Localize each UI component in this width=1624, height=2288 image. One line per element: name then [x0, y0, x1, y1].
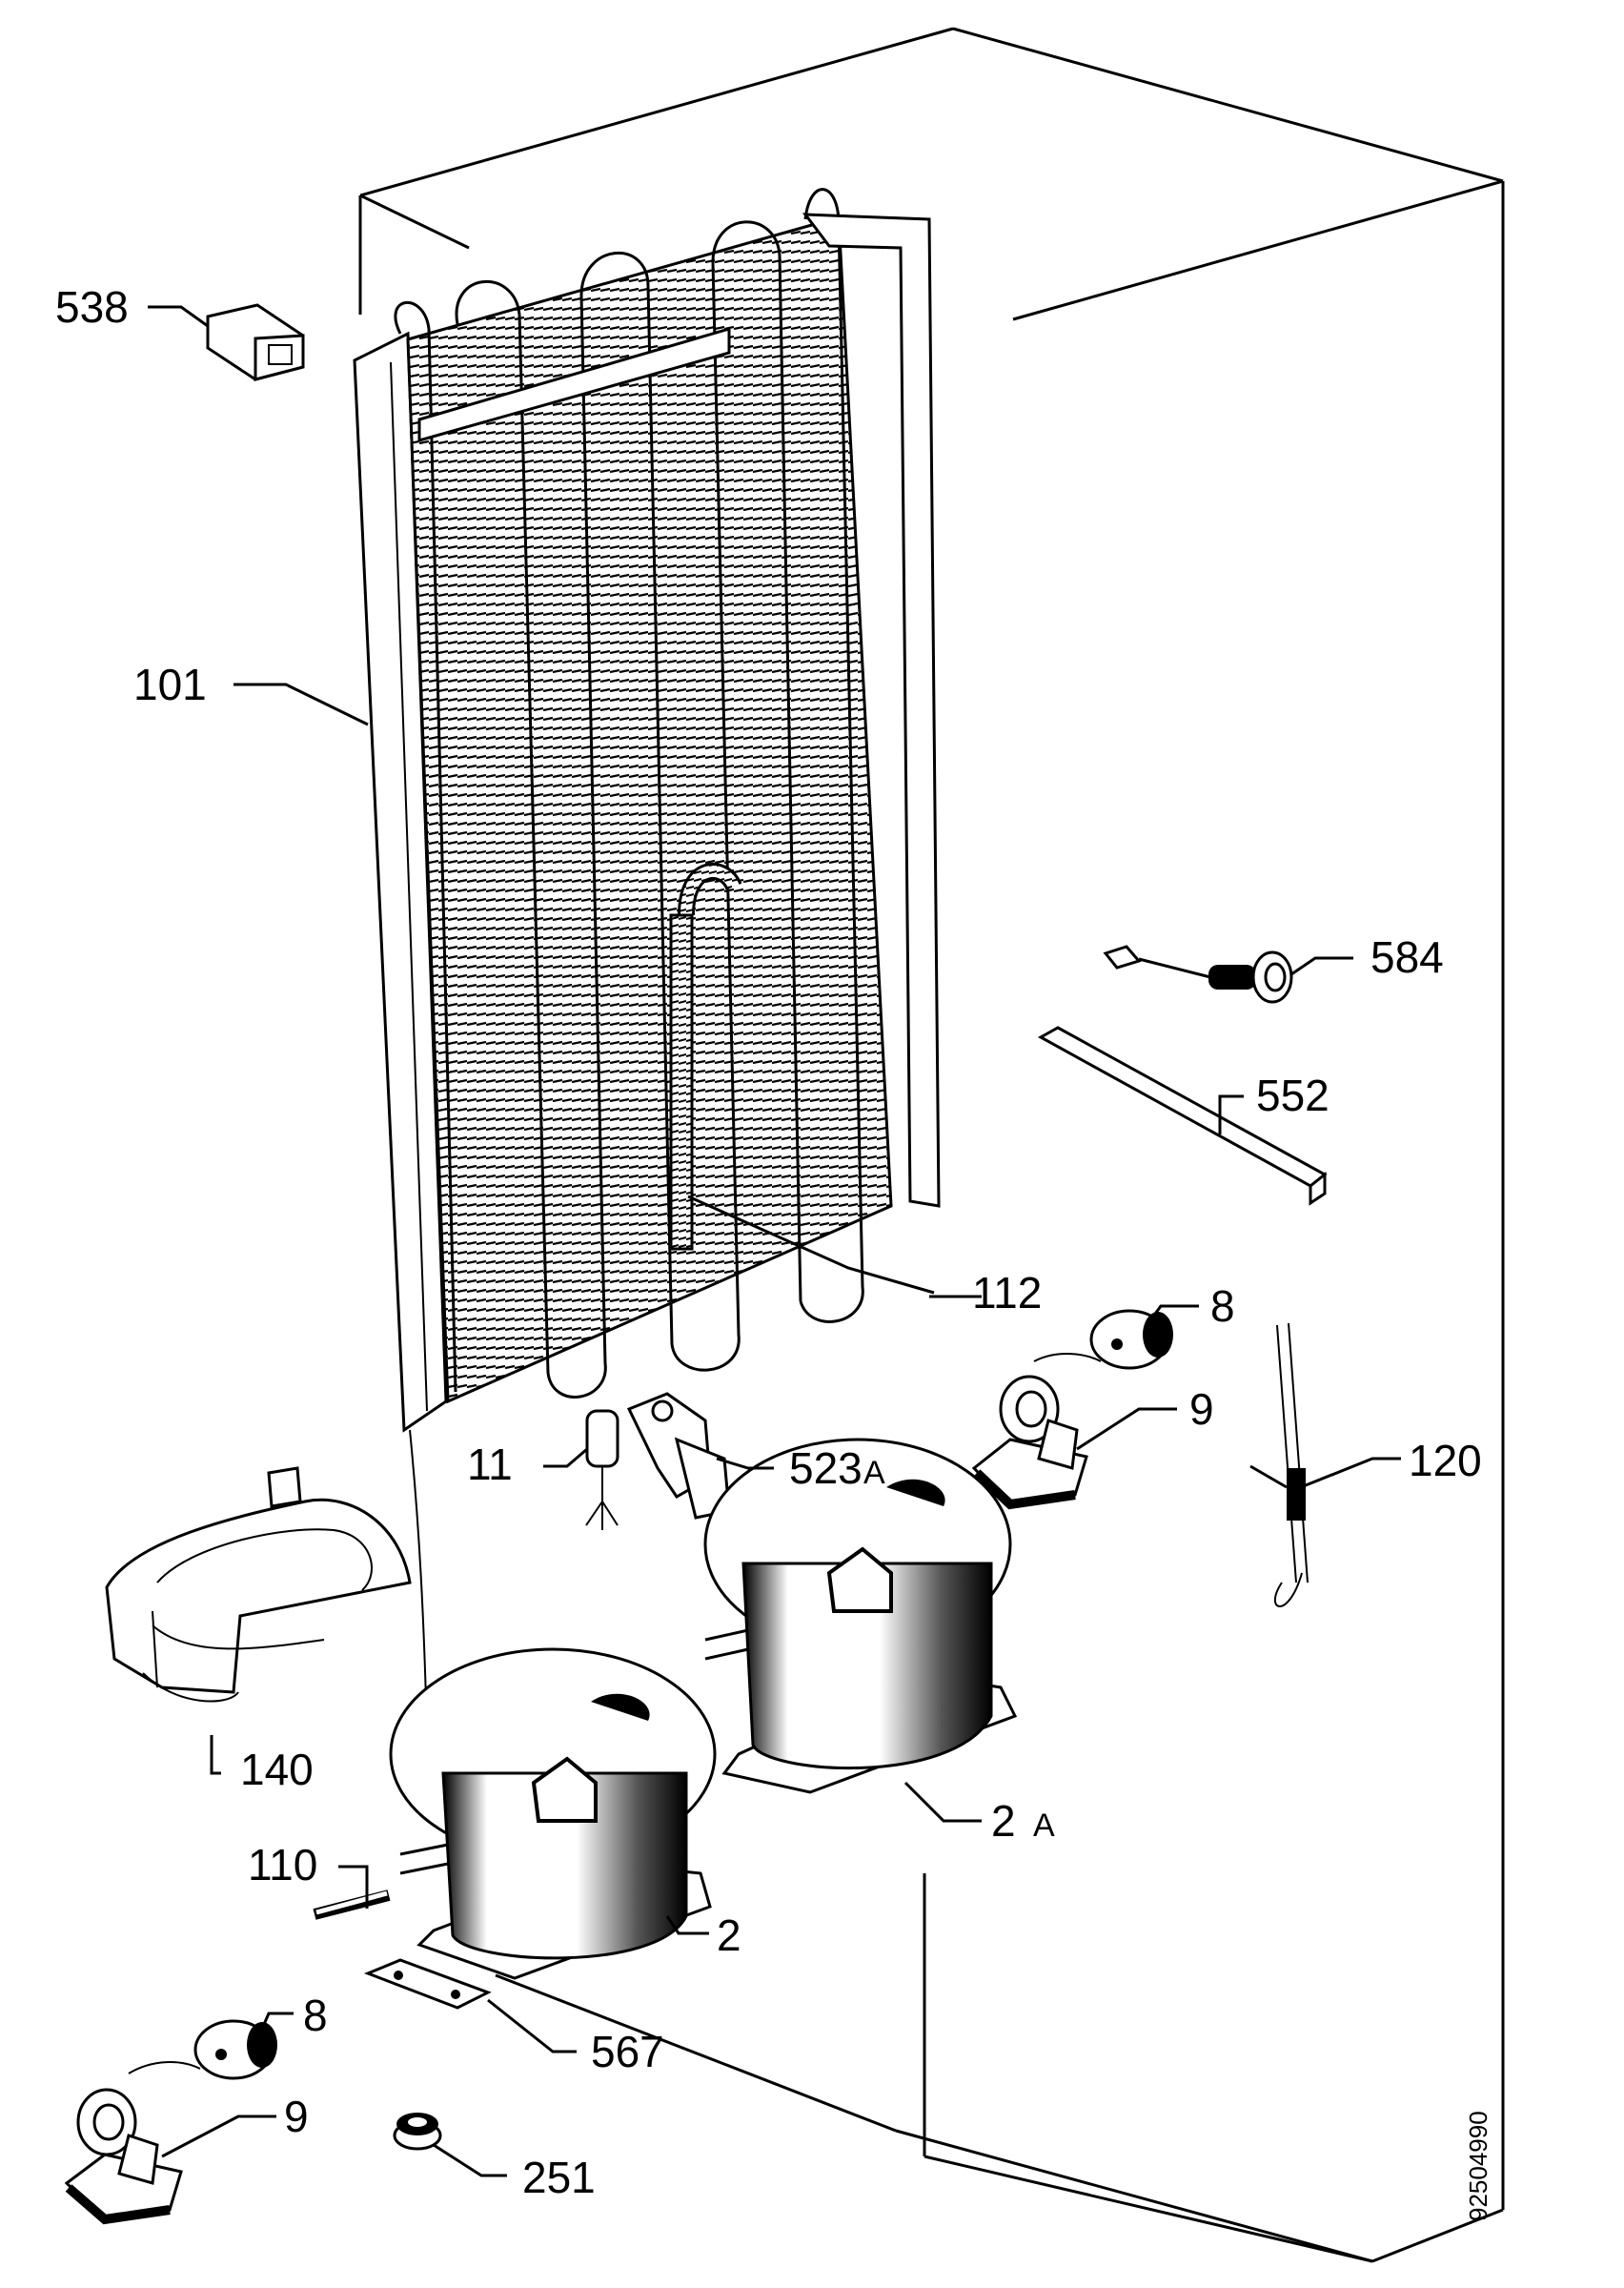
- label-538: 538: [55, 282, 129, 332]
- label-2a-suffix: A: [1033, 1808, 1055, 1844]
- label-8-upper: 8: [1210, 1281, 1235, 1331]
- rod-110: [313, 1890, 391, 1920]
- sensor-584: [1103, 945, 1293, 1004]
- plate-567: [363, 1958, 492, 2010]
- starter-relay-8-lower: [128, 2019, 277, 2080]
- label-9-upper: 9: [1189, 1384, 1214, 1434]
- bracket-523a: [626, 1392, 731, 1520]
- label-140: 140: [240, 1745, 314, 1794]
- document-number: 92504990: [1464, 2111, 1492, 2221]
- compressor-2: [389, 1647, 717, 1980]
- overload-clamp-9-lower: [64, 2088, 183, 2225]
- label-11: 11: [467, 1440, 513, 1489]
- plug-538: [206, 303, 305, 381]
- compressor-2a: [703, 1438, 1018, 1794]
- label-251: 251: [522, 2153, 596, 2202]
- dryer-coil-112: [669, 862, 742, 1251]
- label-8-lower: 8: [303, 1991, 328, 2040]
- label-523-suffix: A: [863, 1455, 885, 1491]
- label-9-lower: 9: [284, 2092, 309, 2141]
- condenser-101: [353, 188, 941, 1784]
- part-labels: 538 101 584 552 112 8 9 11 523 A 120 140…: [55, 282, 1482, 2202]
- label-523: 523: [789, 1443, 863, 1493]
- leader-lines: [148, 305, 1401, 2177]
- cabinet-body: [358, 27, 1505, 2263]
- label-552: 552: [1256, 1071, 1330, 1120]
- valve-11: [585, 1409, 619, 1530]
- overload-clamp-9-upper: [971, 1375, 1088, 1510]
- label-120: 120: [1409, 1436, 1482, 1485]
- harness-120: [1249, 1322, 1309, 1607]
- label-2a: 2: [991, 1796, 1016, 1846]
- label-110: 110: [248, 1840, 317, 1890]
- label-101: 101: [133, 660, 207, 709]
- grommet-251: [393, 2113, 442, 2151]
- drip-tray-140: [105, 1466, 412, 1703]
- label-2: 2: [717, 1910, 741, 1960]
- label-584: 584: [1370, 932, 1444, 982]
- label-112: 112: [972, 1268, 1042, 1318]
- label-567: 567: [591, 2027, 664, 2076]
- strip-552: [1037, 1026, 1328, 1206]
